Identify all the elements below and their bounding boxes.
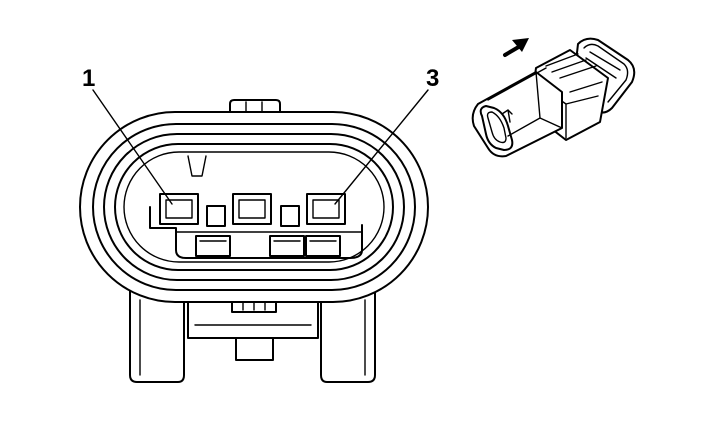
- polarization-key: [187, 155, 207, 177]
- housing-seal-ring: [92, 123, 416, 291]
- leader-line-pin-1: [92, 89, 173, 205]
- pin-label-last: 3: [426, 65, 439, 92]
- right-mounting-leg: [320, 287, 376, 383]
- terminal-cavity-pin-2: [232, 193, 272, 225]
- housing-inner-ring: [103, 133, 405, 281]
- lock-slot: [269, 235, 305, 257]
- front-face-opening: [479, 105, 514, 151]
- pin-label-first: 1: [82, 65, 95, 92]
- lock-slot: [305, 235, 341, 257]
- terminal-carrier: [149, 206, 363, 259]
- separator-block: [206, 205, 226, 227]
- separator-block: [280, 205, 300, 227]
- left-mounting-leg: [129, 284, 185, 383]
- connector-face-view: 1 3: [79, 65, 439, 383]
- front-nose-body: [471, 71, 563, 158]
- connector-isometric-view: [471, 37, 636, 158]
- insertion-direction-arrow-icon: [503, 38, 529, 57]
- leader-line-pin-3: [334, 89, 429, 205]
- terminal-cavity-pin-1: [159, 193, 199, 225]
- outer-housing: [79, 111, 429, 303]
- keying-arrow-icon: [501, 109, 513, 123]
- terminal-cavity-pin-3: [306, 193, 346, 225]
- lock-slot: [195, 235, 231, 257]
- cavity-inner-wall: [123, 151, 385, 263]
- bottom-latch-tab: [235, 337, 274, 361]
- cavity-outer-wall: [114, 143, 394, 271]
